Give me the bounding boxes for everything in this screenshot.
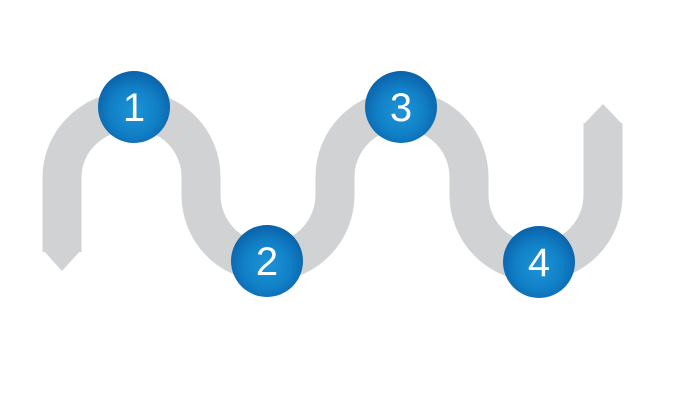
path-start-pointed-tip — [43, 250, 81, 271]
milestone-3-label: 3 — [390, 86, 412, 130]
milestone-3: 3 — [365, 71, 437, 143]
milestone-4-ball — [503, 226, 575, 298]
milestone-4-label: 4 — [528, 241, 550, 285]
milestone-2-label: 2 — [256, 240, 278, 284]
milestone-1: 1 — [98, 71, 170, 143]
path-end-pointed-tip — [584, 104, 622, 124]
milestone-2-ball — [231, 225, 303, 297]
milestone-4: 4 — [503, 226, 575, 298]
milestone-1-label: 1 — [123, 86, 145, 130]
milestone-1-ball — [98, 71, 170, 143]
milestone-2: 2 — [231, 225, 303, 297]
milestone-3-ball — [365, 71, 437, 143]
